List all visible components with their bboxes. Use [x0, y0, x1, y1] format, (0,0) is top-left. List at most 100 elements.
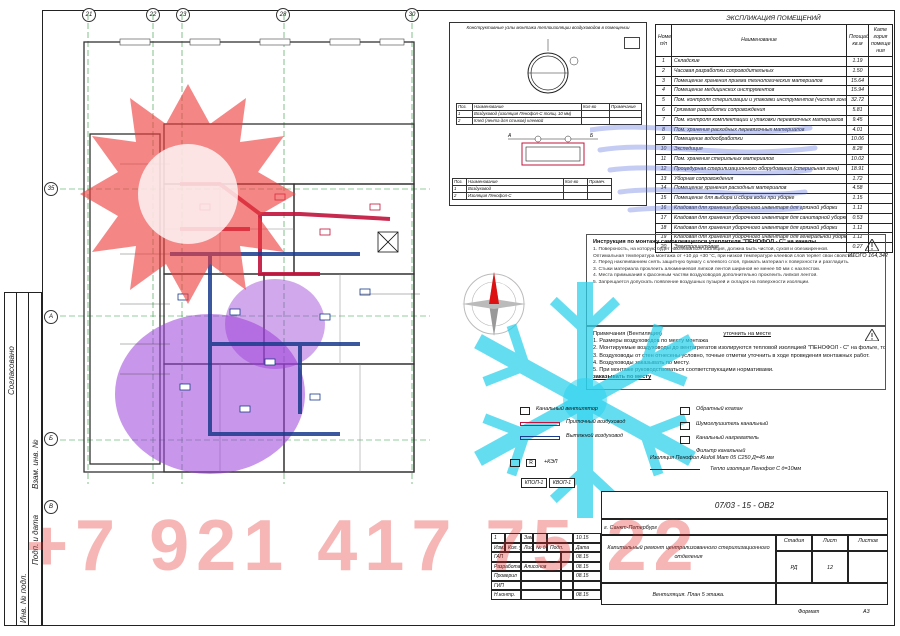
axis-bubble: 35 — [44, 182, 58, 196]
explication-cell — [868, 202, 893, 214]
explication-cell: Помещение хранения приема технологически… — [671, 75, 847, 87]
explication-cell: 2 — [655, 65, 672, 77]
explication-cell — [868, 65, 893, 77]
change-cell: Зам. — [521, 533, 533, 543]
explication-cell — [868, 144, 893, 155]
explication-cell — [868, 124, 893, 136]
explication-cell: 3 — [655, 75, 672, 87]
instructions-line: Оптимальная температура монтажа от +10 д… — [593, 253, 857, 259]
instructions-line: 1. Поверхность, на которую будет наклеив… — [593, 247, 829, 252]
explication-cell: 1 — [655, 56, 672, 67]
explication-cell: 32.72 — [846, 95, 869, 106]
notes-title: Примечания (Вентиляция) уточнить на мест… — [593, 331, 771, 337]
explication-cell: 4.01 — [846, 124, 869, 136]
sheets-value — [848, 551, 888, 583]
explication-cell — [868, 75, 893, 87]
explication-cell: 4 — [655, 85, 672, 97]
axis-bubble: А — [44, 310, 58, 324]
sign-cell — [561, 552, 573, 562]
explication-header: Площадь, кв.м — [846, 24, 869, 57]
sheet-name: Вентиляция. План 5 этажа. — [601, 583, 776, 605]
axis-bubble: 28 — [276, 8, 290, 22]
detail-mark-a — [624, 37, 640, 49]
legend-item: Тепло изоляция Пенофол С д=10мм — [710, 466, 802, 472]
explication-cell — [868, 222, 893, 234]
side-replace: Взам. инв. № — [31, 439, 40, 489]
stamp-kvop: КВОП-1 — [549, 478, 575, 488]
explication-cell: 18 — [655, 222, 672, 234]
spec2-cell — [563, 185, 588, 193]
side-agreed: Согласовано — [7, 346, 16, 395]
notes-line: 3. Воздуховоды от стен отнесены условно,… — [593, 352, 870, 359]
explication-header: Наименование — [671, 24, 847, 57]
legend-mark: +КЭЛ — [544, 459, 558, 465]
explication-cell — [868, 242, 893, 253]
warning-icon — [865, 239, 879, 251]
explication-cell: 18.91 — [846, 163, 869, 175]
change-cell — [533, 533, 547, 543]
change-cell: 1 — [491, 533, 505, 543]
explication-cell: Складские — [671, 56, 847, 67]
explication-cell: 1.72 — [846, 173, 869, 185]
spec-cell: Клей (лента для стыков) клеевой — [472, 117, 582, 125]
role-cell: ГИП — [491, 580, 521, 590]
sheets-label: Листов — [848, 535, 888, 551]
role-cell: ГАП — [491, 552, 521, 562]
side-strip: Согласовано Взам. инв. № Подп. и дата Ин… — [4, 292, 42, 626]
name-cell — [521, 580, 561, 590]
sheet-number: 12 — [812, 551, 848, 583]
sign-cell — [561, 580, 573, 590]
heater-symbol-icon — [680, 436, 690, 444]
explication-cell — [868, 163, 893, 175]
explication-cell: 4.58 — [846, 183, 869, 195]
stamp-kpop: КПОП-1 — [521, 478, 547, 488]
instructions-line: 2. Перед наклеиванием снять защитную бум… — [593, 260, 850, 266]
explication-cell — [868, 85, 893, 97]
legend-item: Обратный клапан — [696, 406, 743, 412]
date-cell: 08.15 — [573, 571, 601, 581]
explication-cell — [868, 95, 893, 106]
date-cell: 08.15 — [573, 590, 601, 600]
axis-bubble: В — [44, 500, 58, 514]
check-valve-symbol-icon — [680, 407, 690, 415]
name-cell — [521, 590, 561, 600]
phone-watermark: +7 921 417 75 22 — [26, 506, 701, 586]
explication-cell: 15.94 — [846, 85, 869, 97]
spec2-cell: 2 — [452, 192, 467, 200]
role-cell: Н.контр. — [491, 590, 521, 600]
explication-cell — [868, 193, 893, 204]
supply-duct-symbol-icon — [520, 422, 560, 426]
detail-label-b: Б — [590, 133, 594, 139]
name-cell — [521, 552, 561, 562]
explication-cell — [868, 173, 893, 185]
silencer-symbol-icon — [680, 422, 690, 430]
change-cell — [505, 533, 521, 543]
explication-cell: 1.11 — [846, 202, 869, 214]
legend: Канальный вентилятор Приточный воздухово… — [470, 404, 890, 482]
change-header-cell: Дата — [573, 542, 601, 552]
date-cell: 08.15 — [573, 552, 601, 562]
organization-cell — [776, 583, 888, 605]
explication-cell: Кладовая для хранения уборочного инвента… — [671, 222, 847, 234]
detail-spec2-table: Поз. Наименование Кол-во Примеч. 1 Возду… — [452, 178, 612, 200]
spec-head-cell: Поз. — [456, 103, 473, 111]
date-cell: 08.15 — [573, 561, 601, 571]
city: г. Санкт-Петербург — [601, 519, 888, 535]
change-header-cell: Лист — [521, 542, 533, 552]
fan-symbol-icon — [520, 407, 530, 415]
instructions-line: 4. Места примыканий к фасонным частям во… — [593, 273, 818, 279]
instructions-line: 5. Запрещается допускать появление возду… — [593, 279, 810, 285]
change-header-cell: Изм. — [491, 542, 505, 552]
stage-value: РД — [776, 551, 812, 583]
explication-cell — [868, 183, 893, 195]
instructions-title: Инструкция по монтажу самоклеящегося уте… — [593, 239, 818, 245]
change-header-cell: № док. — [533, 542, 547, 552]
change-cell — [547, 533, 573, 543]
spec-cell: Воздуховод (изоляция Пенофол-С толщ. 10 … — [472, 110, 582, 118]
role-cell: Разработал — [491, 561, 521, 571]
detail-box: Конструктивные узлы монтажа теплоизоляци… — [449, 22, 647, 206]
spec2-cell: Изоляция Пенофол-С — [466, 192, 564, 200]
